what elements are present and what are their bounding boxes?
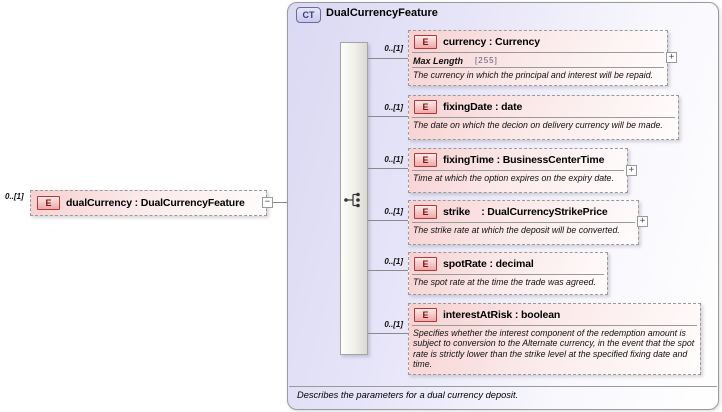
divider (412, 67, 664, 68)
panel-divider (289, 386, 717, 387)
element-annotation: The spot rate at the time the trade was … (413, 277, 596, 287)
root-cardinality-label: 0..[1] (5, 192, 24, 201)
expand-icon[interactable]: + (666, 52, 677, 63)
element-fixingtime[interactable]: E fixingTime : BusinessCenterTime Time a… (408, 148, 628, 193)
divider (412, 325, 697, 326)
divider (412, 52, 664, 53)
connector-line (368, 270, 408, 271)
collapse-icon[interactable]: − (262, 197, 273, 208)
cardinality-label: 0..[1] (384, 207, 403, 216)
element-label: currency : Currency (443, 36, 540, 48)
element-icon: E (414, 205, 437, 219)
element-annotation: The strike rate at which the deposit wil… (413, 225, 620, 235)
element-icon: E (414, 308, 437, 322)
element-annotation: The currency in which the principal and … (413, 70, 654, 80)
connector-line (368, 333, 408, 334)
element-label: interestAtRisk : boolean (443, 309, 561, 321)
element-fixingdate[interactable]: E fixingDate : date The date on which th… (408, 95, 679, 140)
element-icon: E (414, 35, 437, 49)
element-strike[interactable]: E strike : DualCurrencyStrikePrice The s… (408, 200, 639, 245)
element-label: dualCurrency : DualCurrencyFeature (66, 197, 245, 209)
sequence-bar[interactable] (340, 42, 368, 355)
cardinality-label: 0..[1] (384, 320, 403, 329)
divider (412, 222, 635, 223)
element-annotation: The date on which the decion on delivery… (413, 120, 663, 130)
complextype-icon: CT (296, 7, 321, 23)
divider (412, 117, 675, 118)
connector-line (368, 58, 408, 59)
element-dualcurrency[interactable]: E dualCurrency : DualCurrencyFeature (30, 190, 267, 216)
element-icon: E (37, 196, 60, 210)
element-interestatrisk[interactable]: E interestAtRisk : boolean Specifies whe… (408, 303, 701, 375)
divider (412, 274, 604, 275)
expand-icon[interactable]: + (626, 165, 637, 176)
element-label: fixingDate : date (443, 101, 523, 113)
cardinality-label: 0..[1] (384, 44, 403, 53)
connector-line (368, 116, 408, 117)
panel-annotation: Describes the parameters for a dual curr… (297, 390, 519, 400)
element-icon: E (414, 153, 437, 167)
element-icon: E (414, 257, 437, 271)
element-annotation: Specifies whether the interest component… (413, 328, 695, 370)
sequence-icon (344, 192, 360, 208)
connector-line (368, 220, 408, 221)
element-spotrate[interactable]: E spotRate : decimal The spot rate at th… (408, 252, 608, 295)
facet-name: Max Length (413, 55, 464, 66)
element-annotation: Time at which the option expires on the … (413, 173, 614, 183)
expand-icon[interactable]: + (637, 216, 648, 227)
element-label: strike : DualCurrencyStrikePrice (443, 206, 608, 218)
element-label: fixingTime : BusinessCenterTime (443, 154, 605, 166)
connector-line (368, 168, 408, 169)
facet-value: [255] (475, 56, 498, 65)
element-currency[interactable]: E currency : Currency Max Length [255] T… (408, 30, 668, 86)
element-icon: E (414, 100, 437, 114)
divider (412, 170, 624, 171)
facet-row: Max Length [255] (409, 53, 667, 67)
cardinality-label: 0..[1] (384, 257, 403, 266)
complextype-title: DualCurrencyFeature (326, 7, 438, 19)
cardinality-label: 0..[1] (384, 155, 403, 164)
cardinality-label: 0..[1] (384, 103, 403, 112)
element-label: spotRate : decimal (443, 258, 534, 270)
